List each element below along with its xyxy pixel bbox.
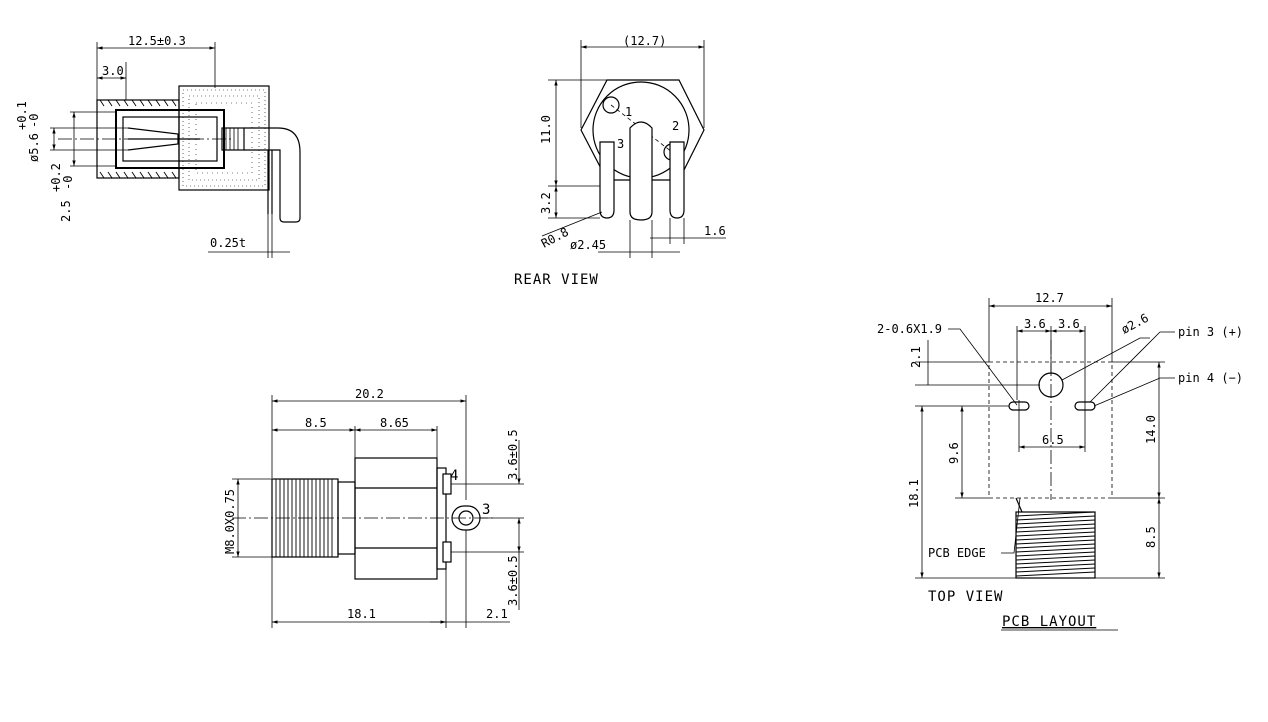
front-view: 20.2 8.5 8.65 M8.0X0.75 3.6±0.5 3.6±0.5 …	[223, 387, 524, 628]
dim-bore-tol-minus: -0	[27, 114, 41, 128]
callout-pcb-edge: PCB EDGE	[928, 546, 986, 560]
dim-pin-tol-minus: -0	[61, 176, 75, 190]
pin-label-3-front: 3	[482, 502, 491, 518]
dim-thickness: 0.25t	[210, 236, 246, 250]
dim-pcb-width: 12.7	[1035, 291, 1064, 305]
dim-slot-spec: 2-0.6X1.9	[877, 322, 942, 336]
rear-view: (12.7) 11.0 3.2 R0.8 ø2.45 1.6 1 2 3 REA…	[514, 34, 726, 288]
side-view: 12.5±0.3 3.0 ø5.6 +0.1 -0 2.5 +0.2 -0 0.…	[15, 34, 301, 258]
dim-pin-width: ø2.45	[570, 238, 606, 252]
dim-rear-height: 11.0	[539, 115, 553, 144]
pcb-layout: 12.7 3.6 3.6 2-0.6X1.9 ø2.6 2.1 9.6 6.5 …	[877, 291, 1243, 631]
dim-radius: R0.8	[539, 225, 571, 251]
dim-bore-dia: ø5.6	[27, 133, 41, 162]
dim-overall-length: 12.5±0.3	[128, 34, 186, 48]
dim-thread-spec: M8.0X0.75	[223, 489, 237, 554]
dim-pin-dia: 2.5	[59, 200, 73, 222]
dim-pin4-offset: 3.6±0.5	[506, 429, 520, 480]
dim-thread-to-flange: 18.1	[347, 607, 376, 621]
rear-view-title: REAR VIEW	[514, 272, 599, 288]
pin-label-1: 1	[625, 105, 632, 119]
dim-pitch-left: 3.6	[1024, 317, 1046, 331]
dim-bore-tol-plus: +0.1	[15, 101, 29, 130]
dim-pitch-right: 3.6	[1058, 317, 1080, 331]
dim-overhang: 8.5	[1144, 526, 1158, 548]
dim-pcb-total: 18.1	[907, 479, 921, 508]
pin-label-2: 2	[672, 119, 679, 133]
dim-flange-to-pin: 2.1	[486, 607, 508, 621]
dim-pin3-offset: 3.6±0.5	[506, 555, 520, 606]
body-hatch	[182, 89, 266, 187]
pcb-layout-title: PCB LAYOUT	[1002, 614, 1096, 630]
side-thread-pattern	[99, 99, 177, 179]
dim-body-part: 8.65	[380, 416, 409, 430]
top-view-subtitle: TOP VIEW	[928, 589, 1003, 605]
dim-pcb-height: 14.0	[1144, 415, 1158, 444]
pin-label-4: 4	[450, 468, 459, 484]
dim-hole-dia: ø2.6	[1119, 311, 1151, 337]
pin-label-3: 3	[617, 137, 624, 151]
pcb-thread-pattern	[1015, 511, 1096, 577]
dim-hole-to-edge: 9.6	[947, 442, 961, 464]
callout-pin4-minus: pin 4 (−)	[1178, 371, 1243, 385]
dim-thread-length: 3.0	[102, 64, 124, 78]
dim-pin-length: 3.2	[539, 192, 553, 214]
dim-pin-gap: 1.6	[704, 224, 726, 238]
dim-pin-tol-plus: +0.2	[49, 163, 63, 192]
dim-thread-part: 8.5	[305, 416, 327, 430]
dim-top-offset: 2.1	[909, 346, 923, 368]
callout-pin3-plus: pin 3 (+)	[1178, 325, 1243, 339]
dim-front-length: 20.2	[355, 387, 384, 401]
dim-rear-width: (12.7)	[623, 34, 666, 48]
dim-pin-spacing: 6.5	[1042, 433, 1064, 447]
